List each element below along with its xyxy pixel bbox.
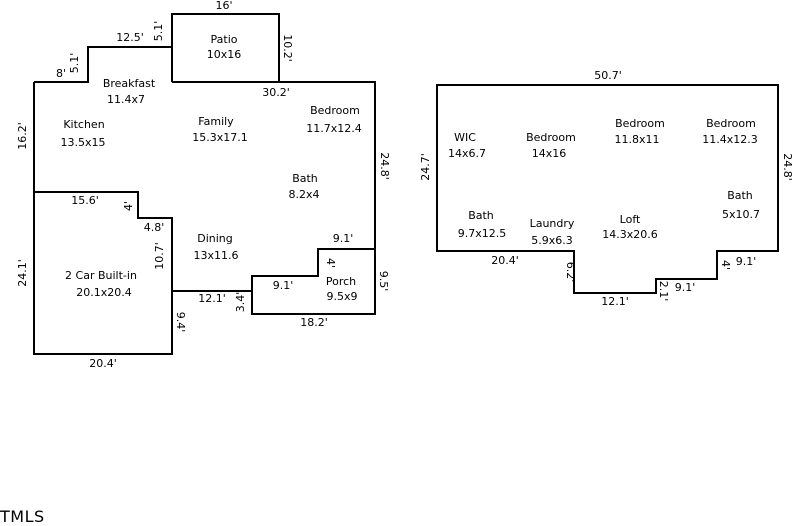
room-name-bath-3: Bath <box>468 209 494 222</box>
dimension-label: 24.8' <box>378 152 391 180</box>
room-name-loft: Loft <box>620 213 641 226</box>
room-name-bedroom-2: Bedroom <box>526 131 576 144</box>
room-size-breakfast: 11.4x7 <box>107 93 145 106</box>
dimension-label: 30.2' <box>262 86 290 99</box>
room-name-dining: Dining <box>197 232 233 245</box>
dimension-label: 9.5' <box>377 271 390 292</box>
dimension-label: 6.2' <box>564 262 577 283</box>
dimension-label: 12.5' <box>116 31 144 44</box>
dimension-label: 15.6' <box>71 194 99 207</box>
dimension-label: 8' <box>56 67 66 80</box>
room-size-bath: 8.2x4 <box>288 188 319 201</box>
room-size-bedroom-2: 14x16 <box>532 147 567 160</box>
dimension-label: 9.1' <box>273 279 294 292</box>
dimension-label: 20.4' <box>89 357 117 370</box>
room-name-bedroom: Bedroom <box>310 104 360 117</box>
first-floor-plan: Patio 10x16 Breakfast 11.4x7 Kitchen 13.… <box>16 0 391 370</box>
room-name-kitchen: Kitchen <box>63 118 104 131</box>
dimension-label: 12.1' <box>198 292 226 305</box>
dimension-label: 10.2' <box>281 34 294 62</box>
room-size-bedroom: 11.7x12.4 <box>306 122 362 135</box>
room-name-bedroom-3: Bedroom <box>615 117 665 130</box>
dimension-label: 5.1' <box>68 53 81 74</box>
dimension-label: 20.4' <box>491 254 519 267</box>
dimension-label: 9.1' <box>736 255 757 268</box>
room-name-wic: WIC <box>454 131 476 144</box>
tmls-watermark: TMLS <box>0 507 45 526</box>
dimension-label: 9.1' <box>333 232 354 245</box>
dimension-label: 24.8' <box>781 153 792 181</box>
dimension-label: 9.4' <box>174 312 187 333</box>
room-name-breakfast: Breakfast <box>103 77 156 90</box>
room-name-bedroom-4: Bedroom <box>706 117 756 130</box>
dimension-label: 4' <box>122 201 135 211</box>
dimension-label: 3.4' <box>234 292 247 313</box>
room-size-kitchen: 13.5x15 <box>61 136 106 149</box>
dimension-label: 18.2' <box>300 316 328 329</box>
dimension-label: 10.7' <box>153 242 166 270</box>
room-name-porch: Porch <box>326 275 356 288</box>
dimension-label: 5.1' <box>152 21 165 42</box>
room-name-family: Family <box>198 115 234 128</box>
room-size-bath-3: 9.7x12.5 <box>458 227 507 240</box>
room-size-porch: 9.5x9 <box>326 290 357 303</box>
dimension-label: 24.1' <box>16 259 29 287</box>
dimension-label: 4' <box>719 260 732 270</box>
room-size-garage: 20.1x20.4 <box>76 286 132 299</box>
room-size-family: 15.3x17.1 <box>192 131 248 144</box>
second-floor-exterior-wall <box>436 84 779 294</box>
dimension-label: 2.1' <box>657 281 670 302</box>
dimension-label: 16.2' <box>16 122 29 150</box>
room-name-bath: Bath <box>292 172 318 185</box>
room-size-bedroom-4: 11.4x12.3 <box>702 133 758 146</box>
second-floor-plan: 50.7' 24.7' 24.8' 20.4' 6.2' 12.1' 2.1' … <box>419 69 792 308</box>
room-size-bath-2: 5x10.7 <box>722 208 760 221</box>
dimension-label: 12.1' <box>601 295 629 308</box>
room-name-garage: 2 Car Built-in <box>65 269 137 282</box>
dimension-label: 50.7' <box>594 69 622 82</box>
dimension-label: 9.1' <box>675 281 696 294</box>
room-name-bath-2: Bath <box>727 189 753 202</box>
room-size-patio: 10x16 <box>207 48 242 61</box>
room-size-bedroom-3: 11.8x11 <box>615 133 660 146</box>
room-size-wic: 14x6.7 <box>448 147 486 160</box>
dimension-label: 16' <box>215 0 232 12</box>
room-size-loft: 14.3x20.6 <box>602 228 658 241</box>
room-name-patio: Patio <box>211 33 238 46</box>
dimension-label: 24.7' <box>419 153 432 181</box>
first-floor-exterior-wall <box>33 13 376 355</box>
dimension-label: 4.8' <box>144 221 165 234</box>
dimension-label: 4' <box>324 258 337 268</box>
room-size-dining: 13x11.6 <box>194 249 239 262</box>
room-size-laundry: 5.9x6.3 <box>531 234 573 247</box>
room-name-laundry: Laundry <box>530 217 575 230</box>
